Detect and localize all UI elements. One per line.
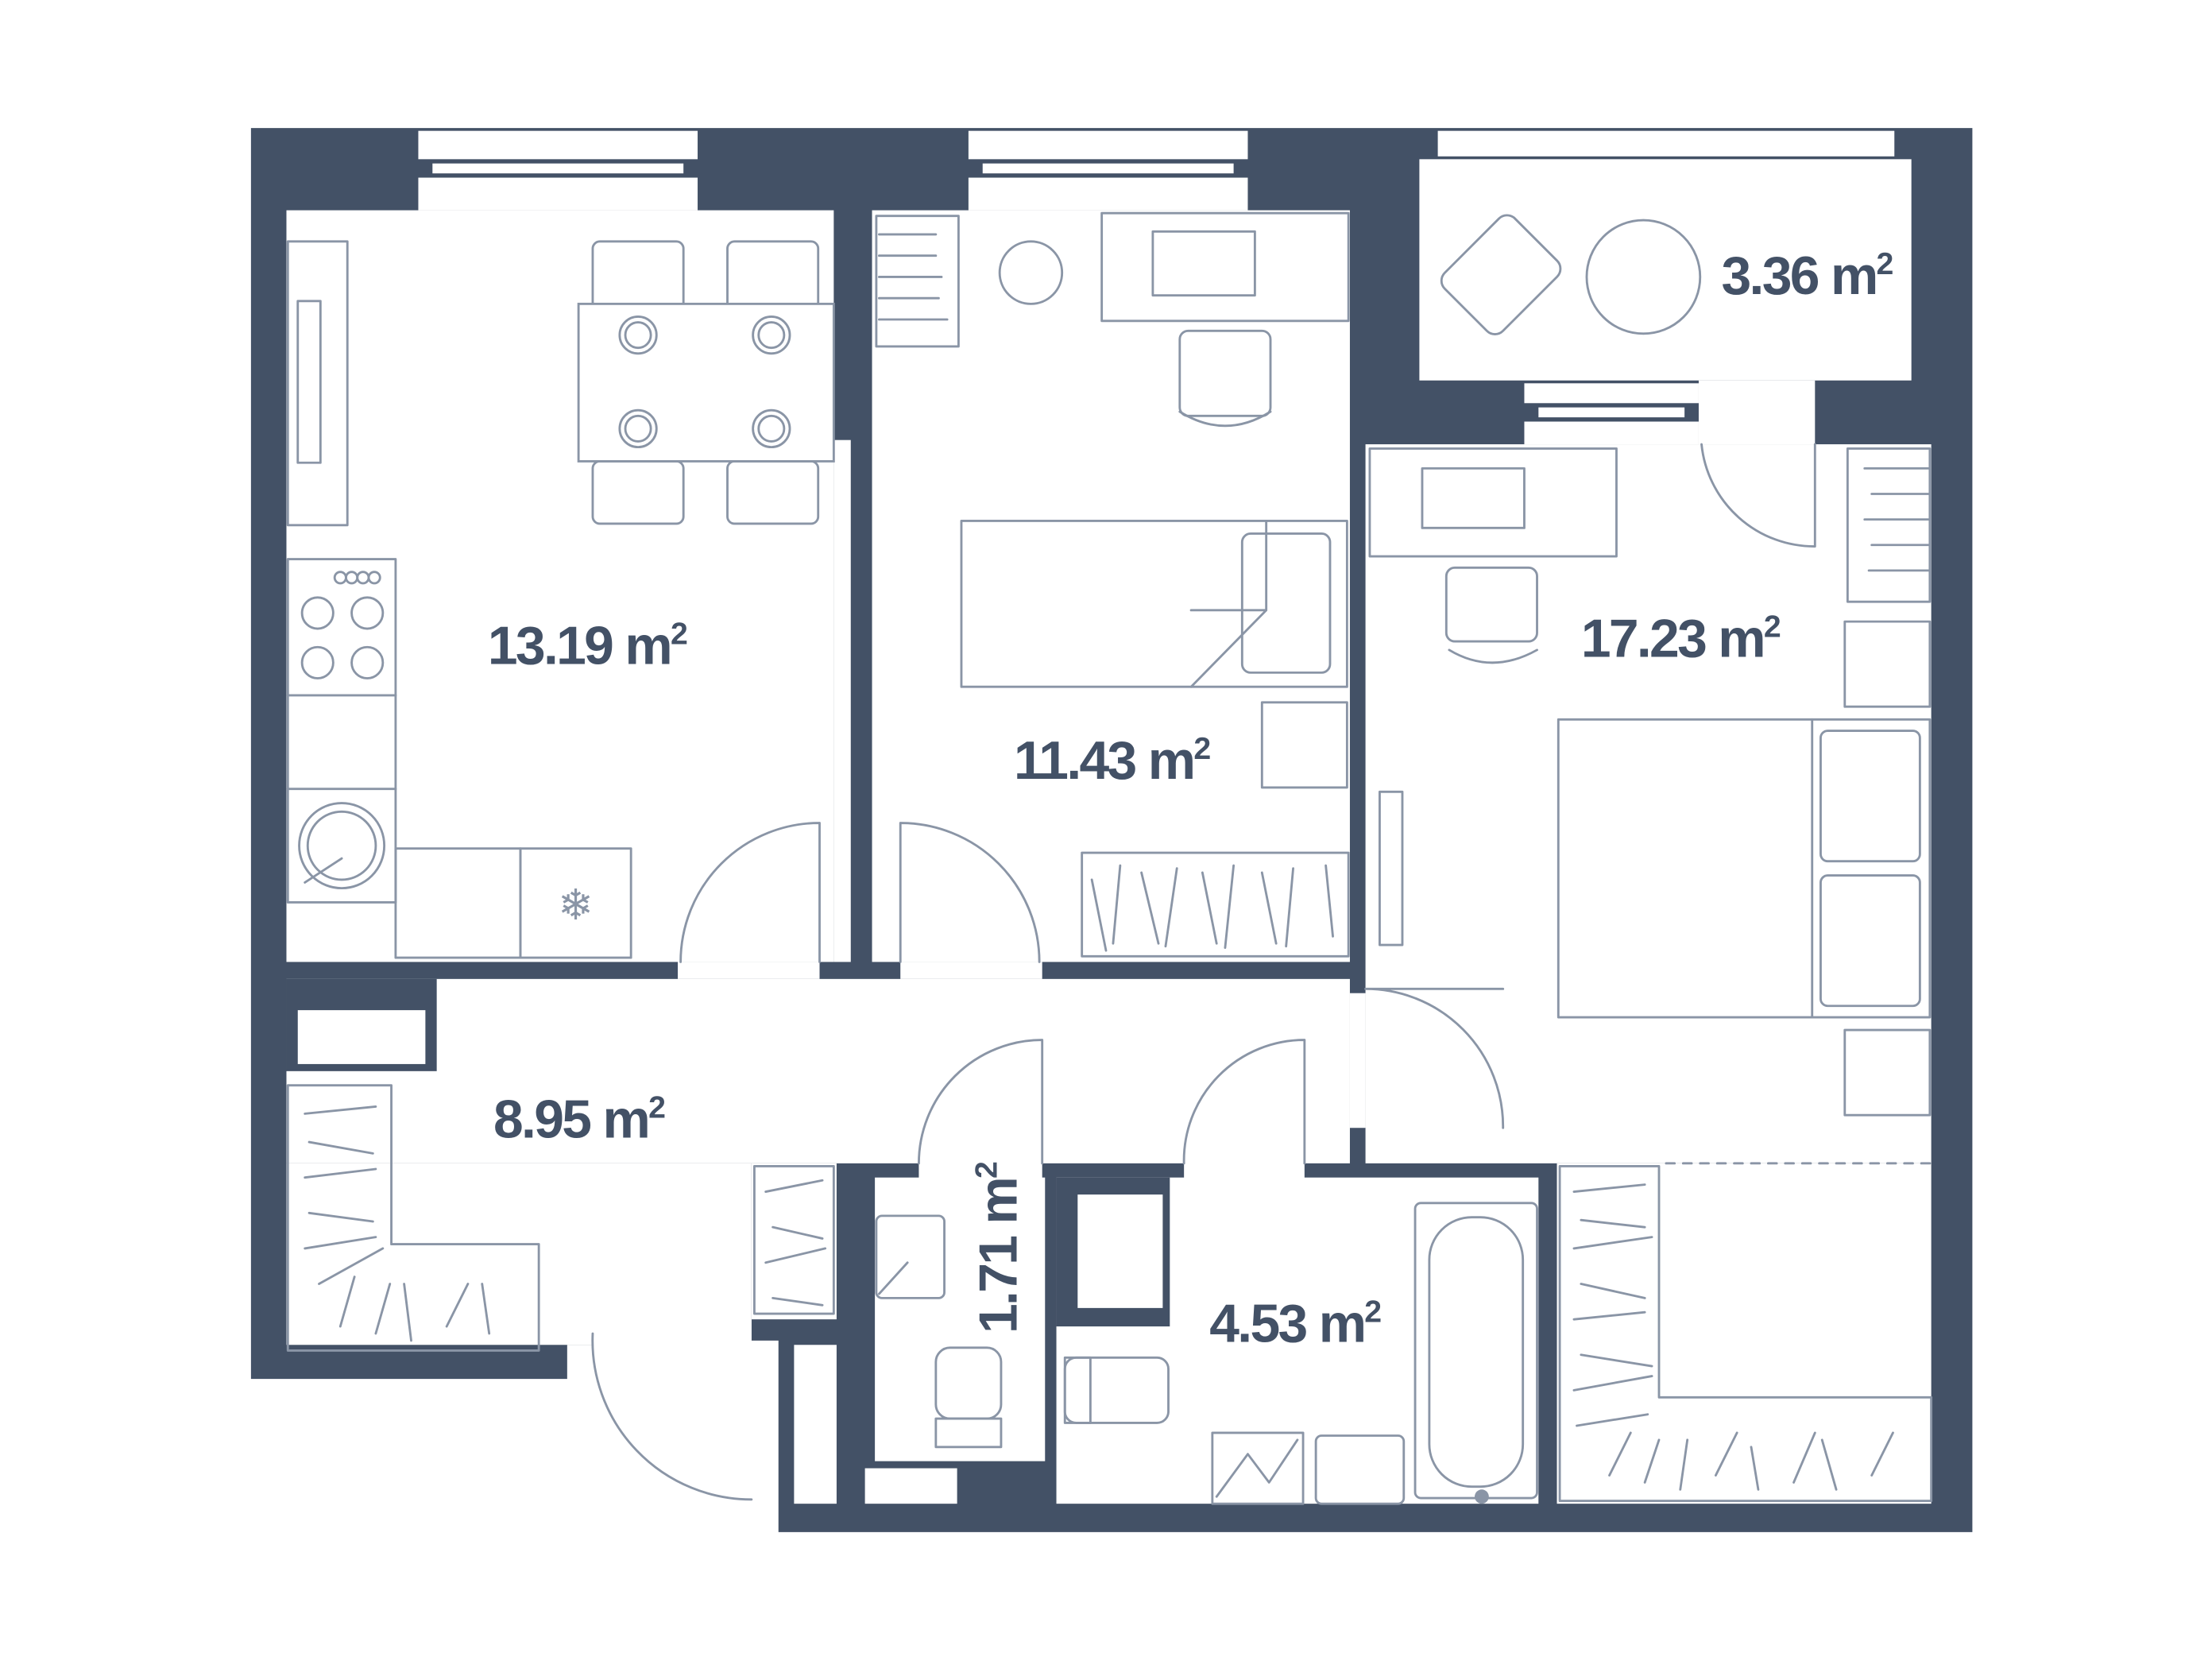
room-area-bedroom-master: 17.23 m2 bbox=[1581, 610, 1781, 669]
tv bbox=[1379, 790, 1404, 947]
room-area-wc: 1.71 m2 bbox=[969, 1162, 1029, 1334]
wardrobe bbox=[1081, 851, 1350, 958]
washing-machine bbox=[1211, 1431, 1305, 1505]
room-area-hallway: 8.95 m2 bbox=[493, 1090, 665, 1150]
fridge bbox=[519, 847, 632, 959]
bedroom-small-furniture bbox=[875, 211, 1350, 958]
balcony-furniture bbox=[1440, 214, 1702, 335]
snowflake-icon: ❄ bbox=[558, 880, 594, 930]
doors bbox=[591, 443, 1816, 1501]
room-area-bedroom-small: 11.43 m2 bbox=[1014, 731, 1210, 791]
room-interiors bbox=[286, 159, 1932, 1504]
room-area-balcony: 3.36 m2 bbox=[1722, 246, 1893, 306]
double-bed bbox=[1557, 718, 1932, 1019]
hallway-furniture bbox=[286, 1084, 835, 1352]
room-area-kitchen: 13.19 m2 bbox=[488, 617, 687, 676]
windows bbox=[418, 130, 1895, 445]
bedroom-master-furniture bbox=[1368, 447, 1933, 1503]
kitchen-furniture: ❄ bbox=[286, 240, 835, 959]
room-area-bathroom: 4.53 m2 bbox=[1209, 1295, 1381, 1354]
corner-wardrobe bbox=[1558, 1164, 1933, 1503]
single-bed bbox=[960, 519, 1348, 688]
sink-icon bbox=[298, 802, 386, 890]
ball-icon bbox=[998, 240, 1064, 305]
dining-table bbox=[577, 302, 835, 463]
bathroom-furniture bbox=[875, 1202, 1538, 1505]
